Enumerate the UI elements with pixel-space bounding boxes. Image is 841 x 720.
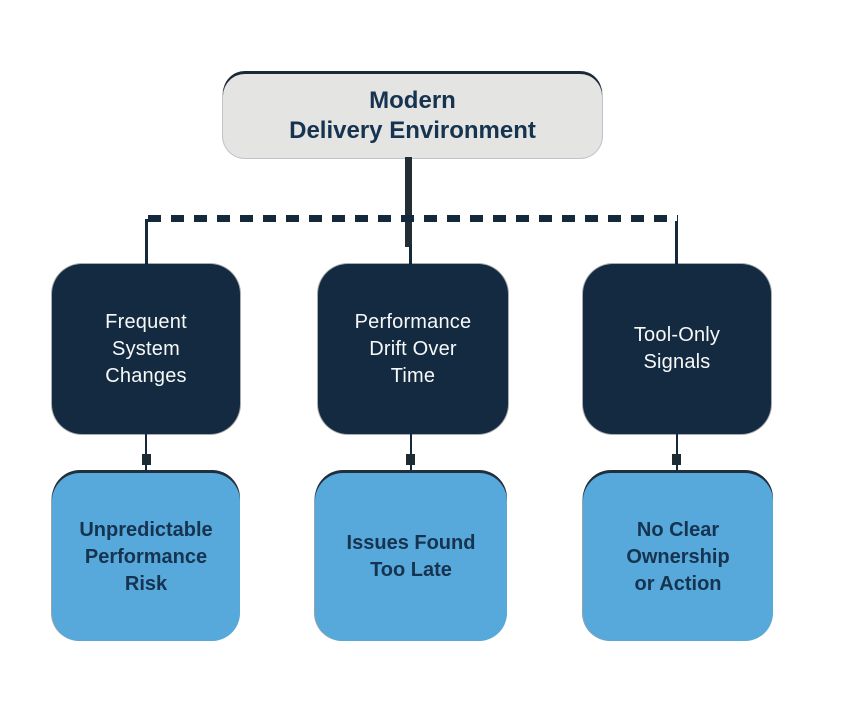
effect-node-label: Unpredictable Performance Risk	[79, 518, 213, 595]
connector-cause-effect-center-dash	[406, 454, 415, 465]
cause-node-tool-only-signals: Tool-Only Signals	[583, 264, 771, 434]
connector-cause-effect-center	[410, 434, 412, 473]
connector-cause-effect-left-dash	[142, 454, 151, 465]
connector-branch-drop-right	[675, 221, 678, 265]
cause-node-frequent-system-changes: Frequent System Changes	[52, 264, 240, 434]
effect-node-label: No Clear Ownership or Action	[626, 518, 730, 595]
root-node-modern-delivery-environment: Modern Delivery Environment	[223, 74, 602, 158]
connector-cause-effect-right-dash	[672, 454, 681, 465]
connector-root-trunk	[405, 157, 412, 247]
cause-node-performance-drift-over-time: Performance Drift Over Time	[318, 264, 508, 434]
cause-node-label: Performance Drift Over Time	[354, 310, 472, 387]
cause-node-label: Tool-Only Signals	[633, 324, 721, 373]
connector-cause-effect-right	[676, 434, 678, 473]
root-node-label: Modern Delivery Environment	[289, 87, 536, 144]
connector-cause-effect-left	[145, 434, 147, 473]
effect-node-label: Issues Found Too Late	[346, 532, 476, 581]
effect-node-unpredictable-performance-risk: Unpredictable Performance Risk	[52, 473, 240, 641]
effect-node-issues-found-too-late: Issues Found Too Late	[315, 473, 507, 641]
cause-node-label: Frequent System Changes	[105, 310, 187, 387]
connector-root-trunk-lower	[409, 245, 412, 265]
connector-branch-drop-left	[145, 219, 148, 265]
connector-dashed-branch	[148, 215, 678, 222]
effect-node-no-clear-ownership-or-action: No Clear Ownership or Action	[583, 473, 773, 641]
